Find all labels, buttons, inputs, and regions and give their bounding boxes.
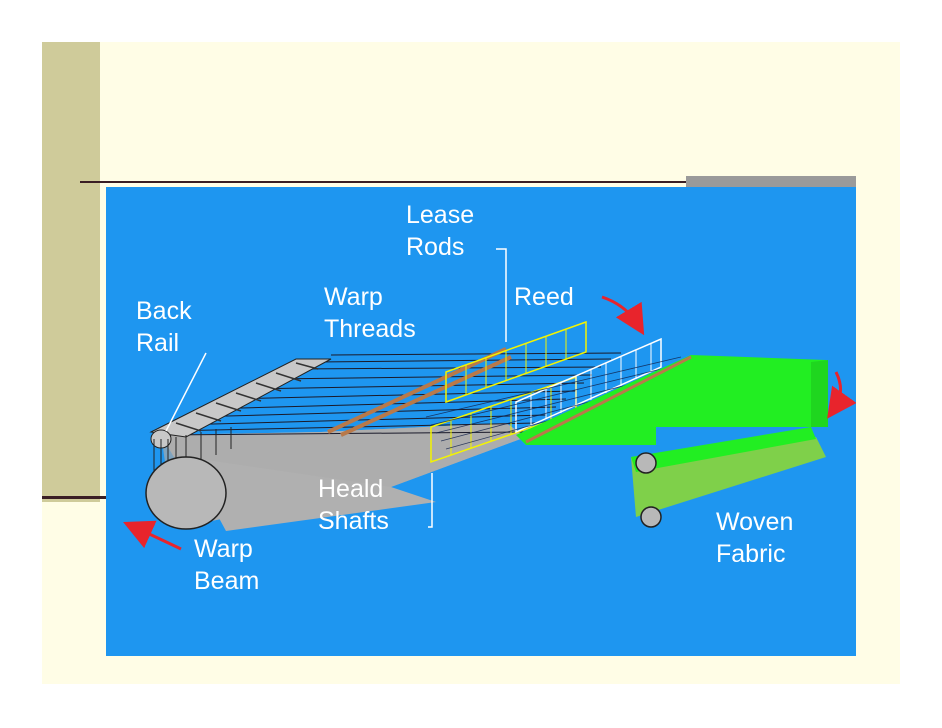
woven-fabric	[516, 355, 828, 528]
label-warp-threads-2: Threads	[324, 315, 416, 343]
slide-side-bar	[42, 42, 100, 502]
back-rail-leader	[165, 352, 207, 432]
lease-rods-leader	[496, 248, 507, 342]
label-reed: Reed	[514, 283, 574, 311]
label-woven-fabric-1: Woven	[716, 508, 793, 536]
motion-arrows	[123, 295, 856, 551]
loom-diagram-svg: Lease Rods Back Rail Warp Threads Reed H…	[123, 201, 856, 595]
title-divider-line	[80, 181, 686, 183]
heald-shafts	[430, 320, 587, 464]
back-rail	[149, 358, 332, 449]
label-lease-rods-1: Lease	[406, 201, 474, 229]
label-warp-threads-1: Warp	[324, 283, 383, 311]
beam-motion-arrow	[123, 520, 182, 551]
label-warp-beam-1: Warp	[194, 535, 253, 563]
loom-diagram: Lease Rods Back Rail Warp Threads Reed H…	[106, 187, 856, 656]
label-back-rail-2: Rail	[136, 329, 179, 357]
label-lease-rods-2: Rods	[406, 233, 464, 261]
label-heald-shafts-2: Shafts	[318, 507, 389, 535]
fabric-motion-arrow	[827, 371, 856, 419]
label-back-rail-1: Back	[136, 297, 192, 325]
warp-beam	[145, 456, 436, 531]
reed-motion-arrow	[601, 295, 645, 336]
label-woven-fabric-2: Fabric	[716, 540, 785, 568]
label-warp-beam-2: Beam	[194, 567, 259, 595]
heald-shafts-leader	[428, 473, 433, 528]
side-divider-line	[42, 496, 106, 499]
lease-rods	[327, 347, 512, 437]
label-heald-shafts-1: Heald	[318, 475, 383, 503]
label-leaders	[165, 248, 507, 528]
title-divider-accent	[686, 176, 856, 187]
